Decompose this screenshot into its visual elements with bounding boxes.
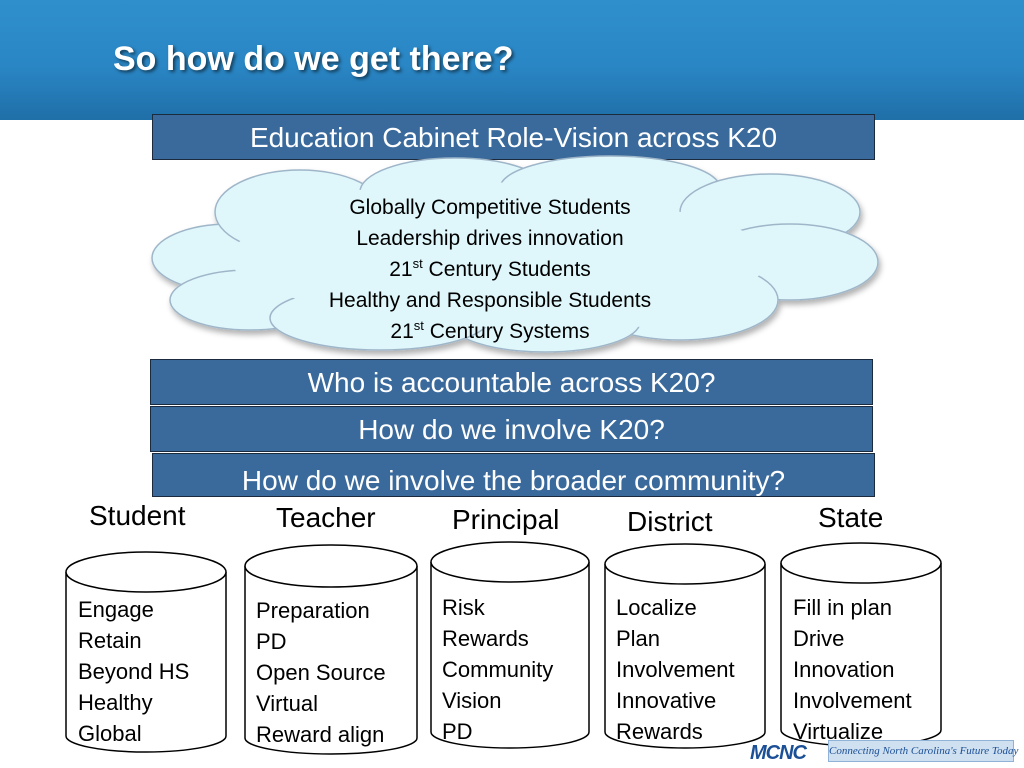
student-items: Engage Retain Beyond HS Healthy Global: [78, 594, 189, 749]
list-item: Virtual: [256, 691, 318, 716]
cylinder-student: [65, 551, 227, 753]
teacher-items: Preparation PD Open Source Virtual Rewar…: [256, 595, 386, 750]
cylinder-principal: [430, 541, 590, 749]
cloud-line: Healthy and Responsible Students: [328, 289, 652, 312]
vision-bar: Education Cabinet Role-Vision across K20: [152, 114, 875, 160]
district-items: Localize Plan Involvement Innovative Rew…: [616, 592, 735, 747]
involve-k20-bar: How do we involve K20?: [150, 406, 873, 452]
list-item: Fill in plan: [793, 595, 893, 620]
list-item: Rewards: [616, 719, 703, 744]
list-item: Healthy: [78, 690, 153, 715]
cloud-line: 21st Century Students: [389, 256, 591, 281]
principal-items: Risk Rewards Community Vision PD: [442, 592, 553, 747]
column-label-district: District: [627, 506, 713, 537]
page-title: So how do we get there?: [113, 40, 514, 78]
list-item: Involvement: [793, 688, 912, 713]
list-item: Drive: [793, 626, 845, 651]
list-item: Global: [78, 721, 142, 746]
accountable-bar: Who is accountable across K20?: [150, 359, 873, 405]
list-item: Risk: [442, 595, 485, 620]
list-item: Innovation: [793, 657, 895, 682]
list-item: Open Source: [256, 660, 386, 685]
list-item: Community: [442, 657, 554, 682]
column-label-principal: Principal: [452, 504, 560, 535]
mcnc-logo: MCNC: [750, 742, 807, 764]
list-item: Engage: [78, 597, 154, 622]
header-band: [0, 0, 1024, 120]
list-item: Virtualize: [793, 719, 884, 744]
list-item: Beyond HS: [78, 659, 190, 684]
list-item: Retain: [78, 628, 142, 653]
cloud-line: Leadership drives innovation: [356, 227, 624, 250]
column-label-state: State: [818, 502, 884, 533]
list-item: Preparation: [256, 598, 370, 623]
list-item: Rewards: [442, 626, 529, 651]
footer-tagline: Connecting North Carolina's Future Today: [828, 740, 1018, 762]
list-item: Innovative: [616, 688, 717, 713]
cloud-line: 21st Century Systems: [390, 318, 590, 343]
state-items: Fill in plan Drive Innovation Involvemen…: [793, 592, 912, 747]
column-label-teacher: Teacher: [276, 502, 376, 533]
community-bar: How do we involve the broader community?: [152, 453, 875, 497]
cloud-line: Globally Competitive Students: [349, 196, 631, 219]
column-label-student: Student: [89, 500, 186, 531]
list-item: PD: [442, 719, 473, 744]
cylinder-district: [604, 543, 766, 749]
list-item: Involvement: [616, 657, 735, 682]
list-item: Localize: [616, 595, 697, 620]
cloud-text: Globally Competitive Students Leadership…: [260, 192, 720, 347]
list-item: Vision: [442, 688, 502, 713]
cylinder-teacher: [244, 544, 418, 755]
list-item: PD: [256, 629, 287, 654]
list-item: Reward align: [256, 722, 385, 747]
list-item: Plan: [616, 626, 661, 651]
